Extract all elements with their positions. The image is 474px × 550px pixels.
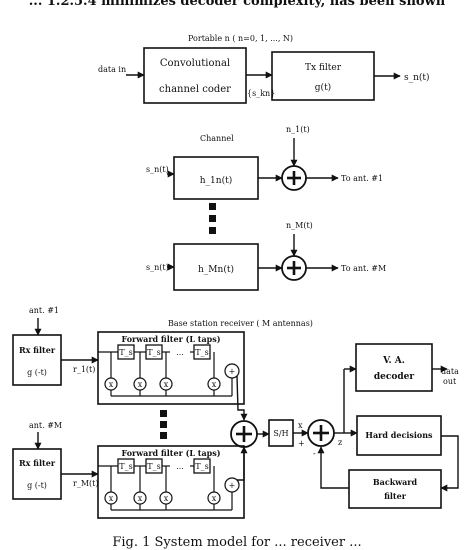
rx-filter-m-label-line2: g (-t) xyxy=(27,481,47,490)
noise-1-label: n_1(t) xyxy=(286,125,310,134)
portable-label: Portable n ( n=0, 1, ..., N) xyxy=(188,34,293,43)
antenna-1-label: To ant. #1 xyxy=(341,174,383,183)
noise-2-label: n_M(t) xyxy=(286,221,313,230)
rm-label: r_M(t) xyxy=(73,479,98,488)
ffm-multiplier-2-x: x xyxy=(138,494,143,503)
channel-block-1-label: h_1n(t) xyxy=(200,175,232,186)
ffm-multiplier-3-x: x xyxy=(164,494,169,503)
ff1-summer-plus: + xyxy=(229,367,236,376)
r1-label: r_1(t) xyxy=(73,365,95,374)
channel-dot-2 xyxy=(209,215,216,222)
tx-output-label: s_n(t) xyxy=(404,72,430,83)
x-label: x xyxy=(298,421,303,430)
data-out-label-line1: data xyxy=(441,367,459,376)
rx-filter-m-block xyxy=(12,448,62,500)
channel-block-2 xyxy=(173,243,259,291)
ffm-tap-delay-3 xyxy=(193,458,211,474)
channel-title: Channel xyxy=(200,134,234,143)
rx-filter-1-label-line1: Rx filter xyxy=(19,345,56,355)
ff1-multiplier-4-x: x xyxy=(212,380,217,389)
forward-filter-1 xyxy=(97,331,245,405)
backward-filter-block xyxy=(348,469,442,509)
ff1-multiplier-3-x: x xyxy=(164,380,169,389)
ff1-tap-delay-3 xyxy=(193,344,211,360)
antenna-2-label: To ant. #M xyxy=(341,264,386,273)
figure-caption: Fig. 1 System model for ... receiver ... xyxy=(112,535,362,550)
transmitter-section: Portable n ( n=0, 1, ..., N) data in Con… xyxy=(98,34,430,104)
backward-filter-label-line2: filter xyxy=(384,491,407,501)
coder-label-line1: Convolutional xyxy=(160,58,230,69)
receiver-section: Base station receiver ( M antennas) ant.… xyxy=(12,306,459,519)
ffm-tap-delay-2-label: T_s xyxy=(147,462,160,471)
ff1-tap-delay-1-label: T_s xyxy=(119,348,132,357)
channel-section: Channel s_n(t) h_1n(t) n_1(t) To ant. #1… xyxy=(146,125,386,291)
hard-to-backward-arrow xyxy=(440,435,459,492)
receiver-dot-2 xyxy=(160,421,167,428)
data-out-label-line2: out xyxy=(443,377,457,386)
backward-to-subtractor-arrow xyxy=(317,446,349,489)
ff1-tap-delay-2-label: T_s xyxy=(147,348,160,357)
rx-filter-1-block xyxy=(12,334,62,386)
rx-filter-m-label-line1: Rx filter xyxy=(19,458,56,468)
hard-decisions-label: Hard decisions xyxy=(365,430,433,440)
va-decoder-block xyxy=(355,343,433,392)
ant-1-label: ant. #1 xyxy=(29,306,59,315)
ff1-multiplier-2-x: x xyxy=(138,380,143,389)
ffm-ellipsis: ... xyxy=(176,462,184,471)
channel-block-2-label: h_Mn(t) xyxy=(198,264,234,275)
channel-dot-3 xyxy=(209,227,216,234)
ff1-to-combiner-arrow xyxy=(236,375,248,421)
plus-sign-label: + xyxy=(298,439,305,448)
sample-hold-label: S/H xyxy=(273,429,288,438)
forward-filter-m xyxy=(97,445,245,519)
z-label: z xyxy=(338,438,342,447)
forward-filter-m-title: Forward filter (L taps) xyxy=(121,448,220,458)
symbol-label: {s_kn} xyxy=(247,89,275,98)
coder-label-line2: channel coder xyxy=(159,84,231,95)
ant-m-label: ant. #M xyxy=(29,421,62,430)
ffm-summer-plus: + xyxy=(229,481,236,490)
va-decoder-label-line1: V. A. xyxy=(382,356,405,366)
ff1-multiplier-1-x: x xyxy=(109,380,114,389)
receiver-title: Base station receiver ( M antennas) xyxy=(168,319,313,328)
ffm-tap-delay-3-label: T_s xyxy=(195,462,208,471)
ff1-ellipsis: ... xyxy=(176,348,184,357)
minus-sign-label: - xyxy=(313,449,316,458)
ffm-tap-delay-1-label: T_s xyxy=(119,462,132,471)
channel-dot-1 xyxy=(209,203,216,210)
tx-filter-label-line2: g(t) xyxy=(315,82,331,93)
ffm-to-combiner-arrow xyxy=(237,446,248,481)
forward-filter-1-title: Forward filter (L taps) xyxy=(121,334,220,344)
data-in-label: data in xyxy=(98,65,126,74)
ff1-tap-delay-3-label: T_s xyxy=(195,348,208,357)
receiver-dot-3 xyxy=(160,432,167,439)
backward-filter-label-line1: Backward xyxy=(373,477,418,487)
channel-input-1-label: s_n(t) xyxy=(146,165,169,174)
receiver-dot-1 xyxy=(160,410,167,417)
tx-filter-label-line1: Tx filter xyxy=(305,63,342,73)
channel-input-2-label: s_n(t) xyxy=(146,263,169,272)
ffm-multiplier-1-x: x xyxy=(109,494,114,503)
va-decoder-label-line2: decoder xyxy=(374,372,415,382)
ffm-multiplier-4-x: x xyxy=(212,494,217,503)
rx-filter-1-label-line2: g (-t) xyxy=(27,368,47,377)
cutoff-text-line: ... 1.2.5.4 minimizes decoder complexity… xyxy=(28,0,446,9)
